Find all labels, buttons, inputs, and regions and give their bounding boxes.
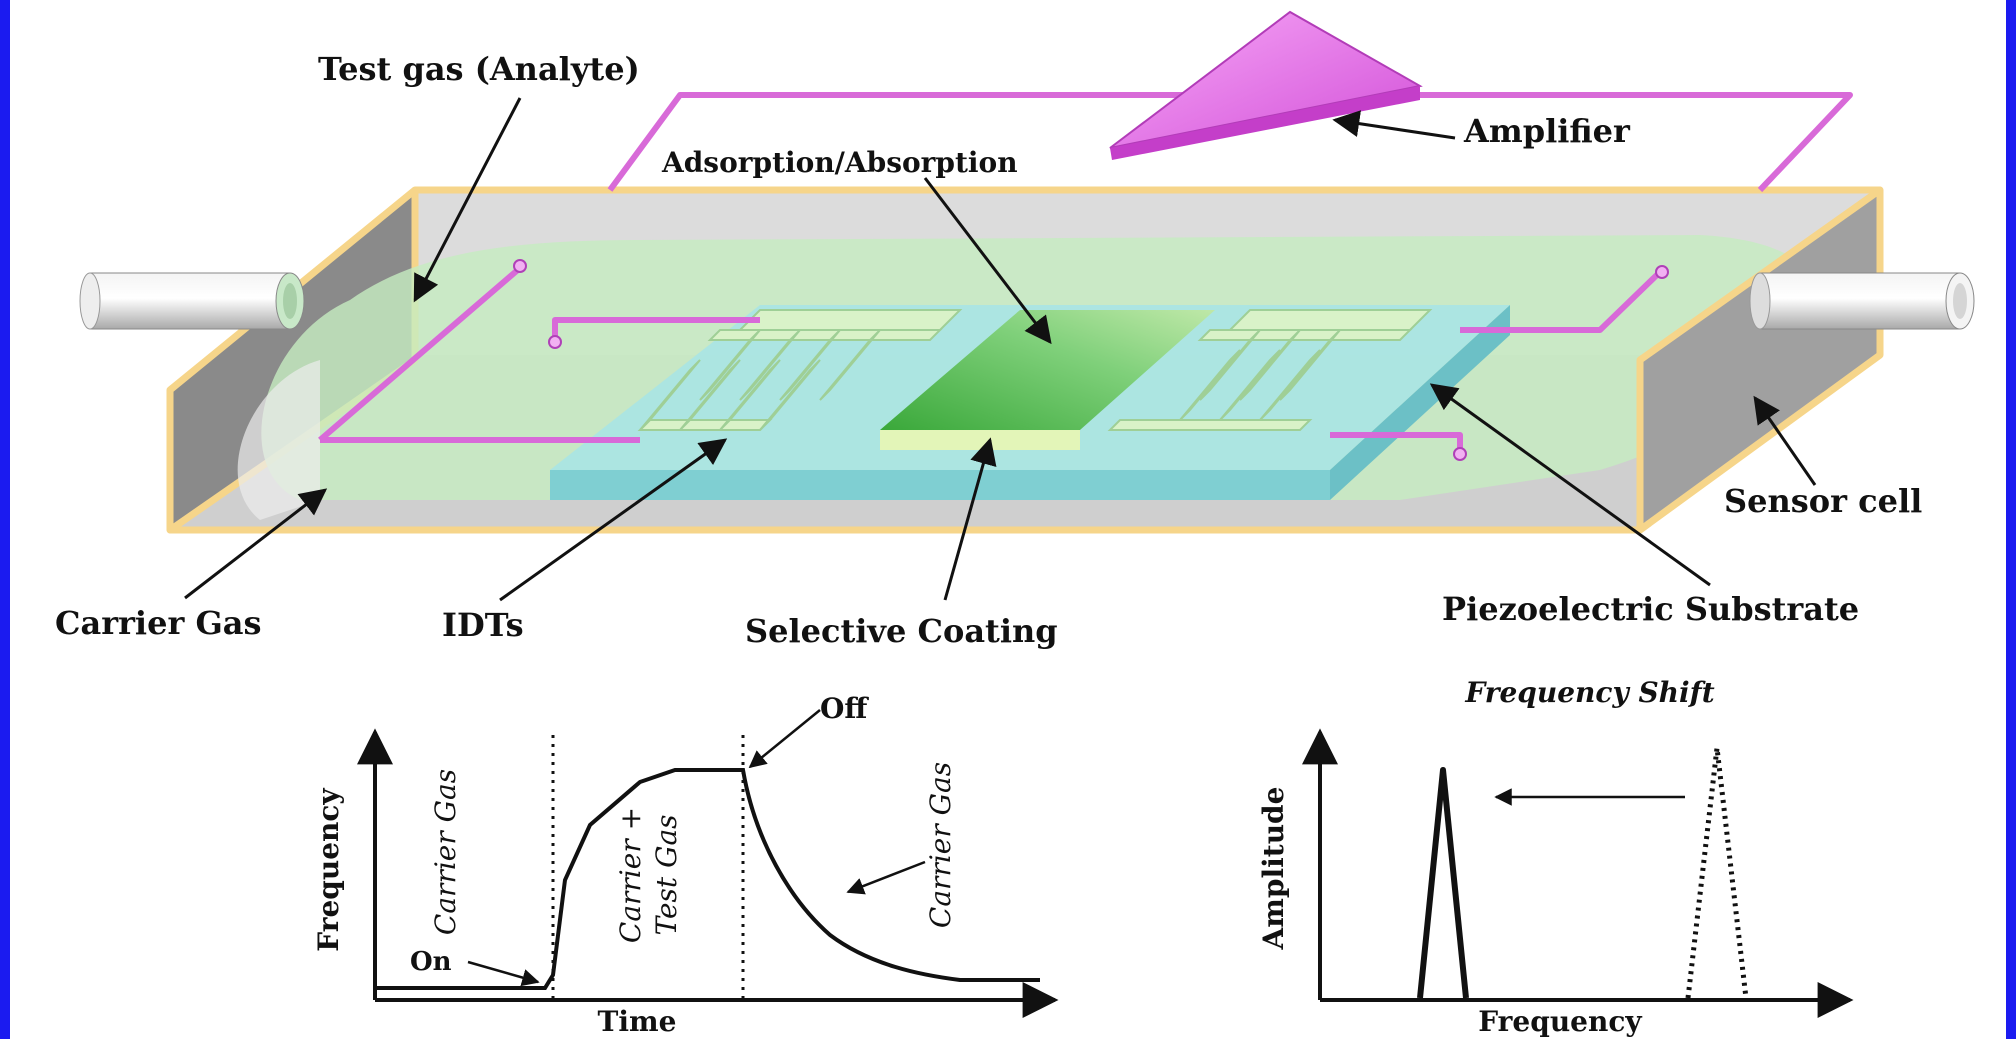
label-amplifier: Amplifier	[1463, 112, 1631, 150]
right-xlabel: Frequency	[1478, 1005, 1642, 1038]
region-carrier-gas-1: Carrier Gas	[429, 769, 462, 935]
label-adsorption: Adsorption/Absorption	[661, 146, 1018, 179]
region-carrier-gas-2: Carrier Gas	[924, 762, 957, 928]
amplifier	[1109, 10, 1423, 160]
label-carrier-gas: Carrier Gas	[55, 604, 262, 642]
left-ylabel: Frequency	[312, 788, 345, 952]
response-curve	[375, 768, 1040, 990]
arrow-test-gas	[413, 97, 522, 303]
region-carrier-test-1: Carrier +	[614, 807, 647, 943]
peak-shifted	[1417, 767, 1469, 999]
arrow-decay	[846, 860, 926, 895]
label-off: Off	[820, 692, 869, 725]
label-piezo-substrate: Piezoelectric Substrate	[1442, 590, 1859, 628]
arrow-selective-coating	[943, 437, 997, 601]
label-test-gas: Test gas (Analyte)	[318, 50, 640, 88]
arrow-piezo-substrate	[1429, 383, 1711, 587]
gas-highlight	[237, 360, 320, 520]
region-carrier-test-2: Test Gas	[650, 814, 683, 935]
idt-right	[1107, 309, 1433, 431]
arrow-amplifier	[1332, 110, 1456, 140]
label-idts: IDTs	[442, 606, 524, 644]
right-title: Frequency Shift	[1464, 676, 1714, 709]
label-arrows	[184, 97, 1817, 602]
arrow-carrier-gas	[184, 488, 328, 600]
peak-original	[1685, 747, 1749, 999]
left-xlabel: Time	[598, 1005, 677, 1038]
right-ylabel: Amplitude	[1257, 787, 1290, 951]
arrow-sensor-cell	[1753, 395, 1817, 486]
arrow-off	[748, 709, 821, 769]
outlet-pipe	[1749, 272, 1975, 330]
label-on: On	[410, 947, 452, 977]
arrow-idts	[499, 438, 728, 602]
arrow-on	[467, 960, 540, 987]
idt-left	[637, 309, 963, 431]
label-selective-coating: Selective Coating	[745, 612, 1058, 650]
frequency-time-graph: Frequency Time Carrier Gas Carrier + Tes…	[312, 692, 1059, 1038]
arrow-adsorption	[923, 177, 1052, 345]
label-sensor-cell: Sensor cell	[1724, 482, 1922, 520]
wire-ends	[513, 259, 1669, 461]
amplitude-frequency-graph: Frequency Shift Amplitude Frequency	[1257, 676, 1854, 1038]
inlet-pipe	[79, 272, 305, 330]
